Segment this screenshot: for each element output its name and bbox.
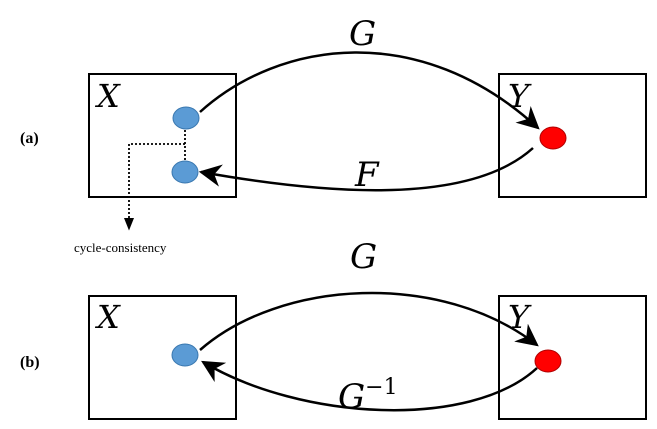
panel-b: (b) X Y G G−1 [20, 237, 647, 420]
forward-g-label-b: G [350, 237, 377, 277]
domain-y-label: Y [508, 77, 532, 115]
cycle-dotted-arrow [123, 143, 185, 231]
domain-x-label: X [94, 77, 121, 115]
domain-x-box [88, 73, 237, 198]
panel-b-label: (b) [20, 354, 40, 371]
backward-f-arrow [198, 147, 534, 192]
inverse-g-label: G−1 [338, 375, 398, 417]
panel-a-label: (a) [20, 130, 39, 147]
domain-y-box [498, 73, 647, 198]
backward-f-label: F [354, 155, 380, 195]
domain-y-label-b: Y [508, 298, 532, 336]
domain-x-label-b: X [94, 298, 121, 336]
x-point-b [171, 343, 199, 367]
inverse-g-arrow [201, 360, 538, 412]
inverse-g-base: G [338, 377, 365, 417]
y-point-mapped [539, 126, 567, 150]
panel-a: (a) X Y G F cycle-consistency [20, 14, 647, 255]
domain-x-box-b [88, 295, 237, 420]
x-point-reconstructed [171, 160, 199, 184]
domain-y-box-b [498, 295, 647, 420]
forward-g-arrow [199, 51, 540, 130]
x-point-source [172, 106, 200, 130]
forward-g-arrow-b [199, 291, 539, 351]
forward-g-label: G [349, 14, 376, 54]
cycle-consistency-label: cycle-consistency [74, 240, 167, 255]
y-point-b [534, 349, 562, 373]
inverse-g-exponent: −1 [365, 375, 397, 400]
